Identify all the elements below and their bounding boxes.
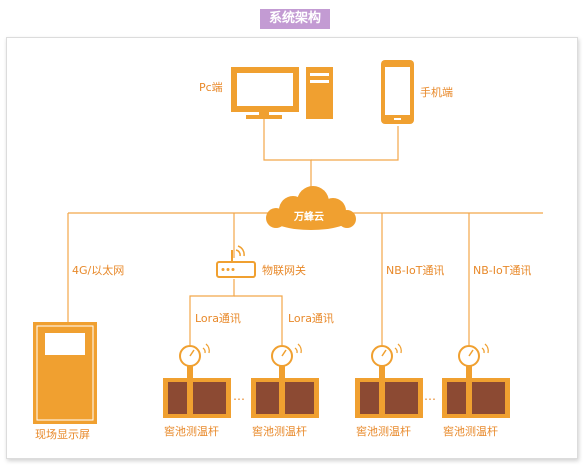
pc-to-cloud-line bbox=[263, 118, 312, 196]
phone-icon bbox=[381, 60, 414, 124]
probe-label-4: 窖池测温杆 bbox=[443, 425, 498, 438]
link-label-4g: 4G/以太网 bbox=[72, 264, 125, 277]
gateway-router-icon bbox=[216, 245, 256, 278]
pc-monitor-icon bbox=[231, 67, 299, 119]
ellipsis-1: … bbox=[233, 389, 245, 403]
probe-unit-4 bbox=[442, 343, 510, 418]
gateway-lora-line-2 bbox=[234, 295, 283, 345]
link-label-lora-2: Lora通讯 bbox=[288, 312, 334, 325]
display-screen-icon bbox=[33, 322, 97, 424]
link-label-nbiot-1: NB-IoT通讯 bbox=[386, 264, 445, 277]
pc-label: Pc端 bbox=[199, 81, 223, 94]
gateway-lora-line bbox=[189, 279, 235, 345]
gateway-label: 物联网关 bbox=[262, 264, 306, 277]
probe-unit-1 bbox=[163, 343, 231, 418]
probe-label-2: 窖池测温杆 bbox=[252, 425, 307, 438]
link-label-nbiot-2: NB-IoT通讯 bbox=[473, 264, 532, 277]
connector-lines bbox=[67, 118, 543, 345]
ellipsis-2: … bbox=[424, 389, 436, 403]
display-label: 现场显示屏 bbox=[35, 428, 90, 441]
pc-tower-icon bbox=[306, 67, 333, 119]
probe-unit-3 bbox=[355, 343, 423, 418]
diagram-title: 系统架构 bbox=[260, 9, 330, 29]
cloud-icon bbox=[266, 186, 356, 230]
phone-label: 手机端 bbox=[420, 86, 453, 99]
phone-to-cloud-line bbox=[311, 126, 399, 161]
probe-label-1: 窖池测温杆 bbox=[164, 425, 219, 438]
cloud-label: 万蜂云 bbox=[294, 212, 324, 223]
probe-label-3: 窖池测温杆 bbox=[356, 425, 411, 438]
link-label-lora-1: Lora通讯 bbox=[195, 312, 241, 325]
probe-unit-2 bbox=[251, 343, 319, 418]
